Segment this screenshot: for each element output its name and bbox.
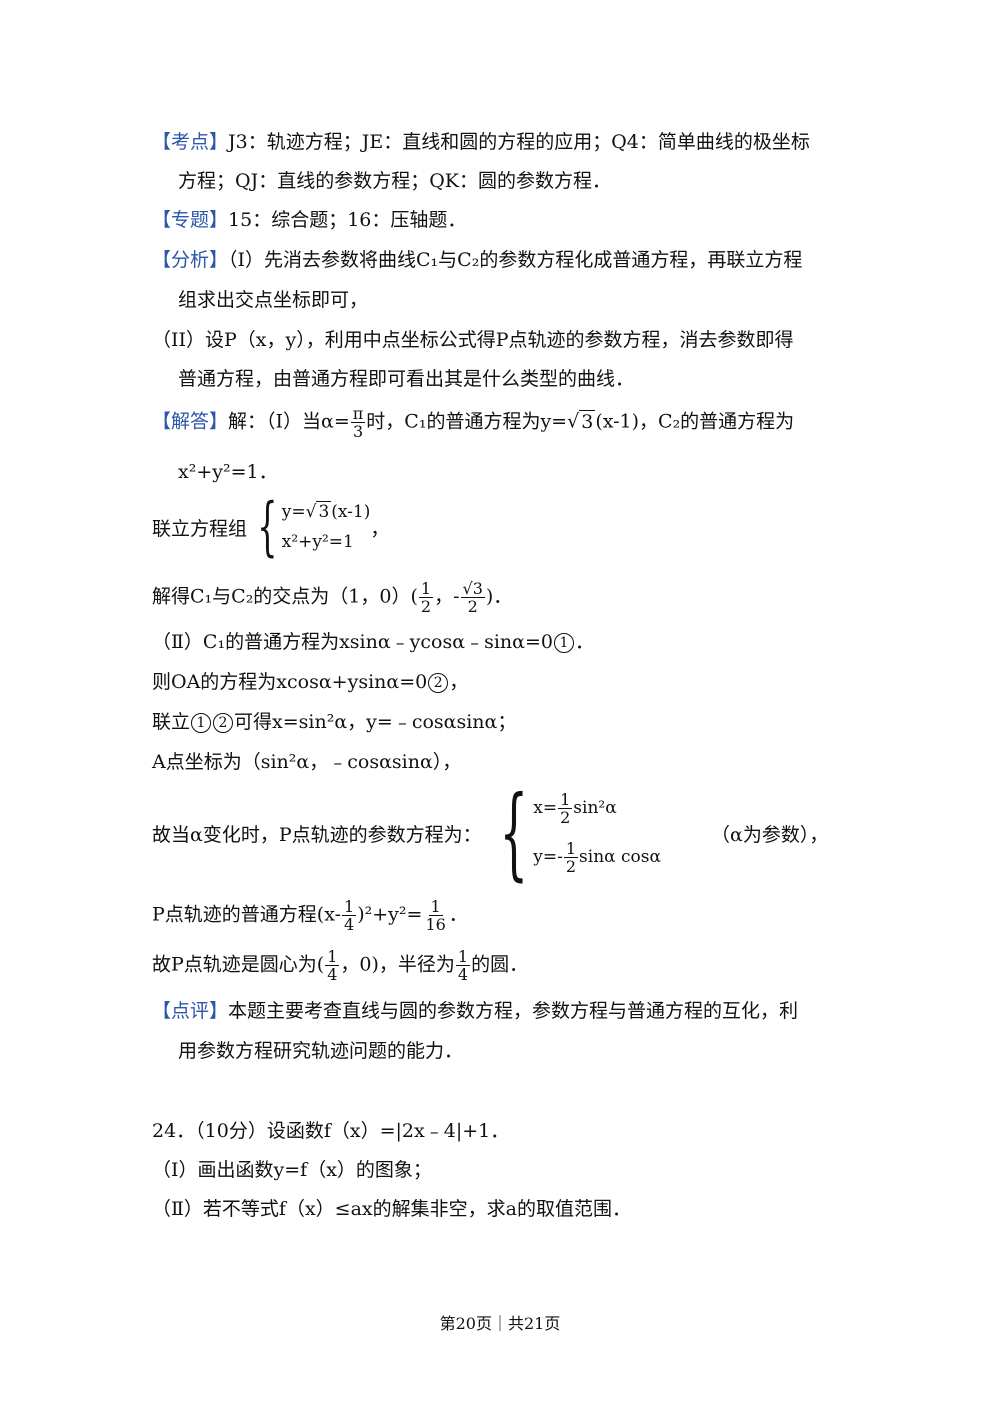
dianping-line-2: 用参数方程研究轨迹问题的能力． bbox=[178, 1040, 464, 1062]
jieda-text-1b: 时，C₁的普通方程为y= bbox=[366, 410, 568, 433]
question-24-head: 24．（10分）设函数f（x）=|2x﹣4|+1． bbox=[152, 1120, 510, 1142]
dianping-tag: 【点评】 bbox=[152, 1000, 229, 1022]
kaodian-line-2: 方程；QJ：直线的参数方程；QK：圆的参数方程． bbox=[178, 170, 611, 192]
circled-number-2: 2 bbox=[213, 713, 234, 733]
question-24-part-2: （Ⅱ）若不等式f（x）≤ax的解集非空，求a的取值范围． bbox=[152, 1198, 631, 1220]
jieda-text-1a: 解：（Ⅰ）当α= bbox=[228, 410, 350, 433]
fenxi-line-1: 【分析】（I）先消去参数将曲线C₁与C₂的参数方程化成普通方程，再联立方程 bbox=[152, 246, 802, 274]
circled-number-1: 1 bbox=[553, 633, 574, 653]
system-comma: ， bbox=[370, 517, 390, 540]
fenxi-line-2: 组求出交点坐标即可， bbox=[178, 289, 369, 311]
kaodian-text-1: J3：轨迹方程；JE：直线和圆的方程的应用；Q4：简单曲线的极坐标 bbox=[228, 131, 810, 153]
zhuanti-text: 15：综合题；16：压轴题． bbox=[228, 209, 467, 231]
jieda-line-2: x²+y²=1． bbox=[178, 461, 278, 483]
jieda-text-1c: (x-1)，C₂的普通方程为 bbox=[595, 410, 795, 433]
kaodian-line-1: 【考点】J3：轨迹方程；JE：直线和圆的方程的应用；Q4：简单曲线的极坐标 bbox=[152, 128, 810, 156]
dianping-line-1: 【点评】本题主要考查直线与圆的参数方程，参数方程与普通方程的互化，利 bbox=[152, 1000, 799, 1022]
fenxi-text-1: （I）先消去参数将曲线C₁与C₂的参数方程化成普通方程，再联立方程 bbox=[228, 249, 803, 271]
system-row-1: y=√3(x-1) bbox=[281, 501, 371, 522]
fenxi-tag: 【分析】 bbox=[152, 249, 229, 271]
equation-system-1: 联立方程组 { y=√3(x-1) x²+y²=1 ， bbox=[152, 490, 390, 564]
kaodian-tag: 【考点】 bbox=[152, 131, 229, 153]
left-brace: { bbox=[499, 774, 528, 891]
system-rows: y=√3(x-1) x²+y²=1 bbox=[281, 497, 371, 557]
zhuanti-tag: 【专题】 bbox=[152, 209, 229, 231]
fenxi-line-4: 普通方程，由普通方程即可看出其是什么类型的曲线． bbox=[178, 368, 635, 390]
jieda-tag: 【解答】 bbox=[152, 410, 229, 433]
system-row-2: x²+y²=1 bbox=[281, 532, 354, 552]
zhuanti-line: 【专题】15：综合题；16：压轴题． bbox=[152, 206, 466, 234]
page-footer: 第20页｜共21页 bbox=[439, 1314, 561, 1333]
question-24-part-1: （Ⅰ）画出函数y=f（x）的图象； bbox=[152, 1159, 432, 1181]
left-brace: { bbox=[257, 490, 278, 564]
circled-number-2: 2 bbox=[428, 673, 449, 693]
point-a-line: A点坐标为（sin²α，﹣cosαsinα）， bbox=[152, 751, 462, 773]
fenxi-line-3: （II）设P（x，y），利用中点坐标公式得P点轨迹的参数方程，消去参数即得 bbox=[152, 329, 794, 351]
sqrt-3: 3 bbox=[579, 409, 596, 433]
system-label: 联立方程组 bbox=[152, 517, 248, 540]
circled-number-1: 1 bbox=[191, 713, 212, 733]
